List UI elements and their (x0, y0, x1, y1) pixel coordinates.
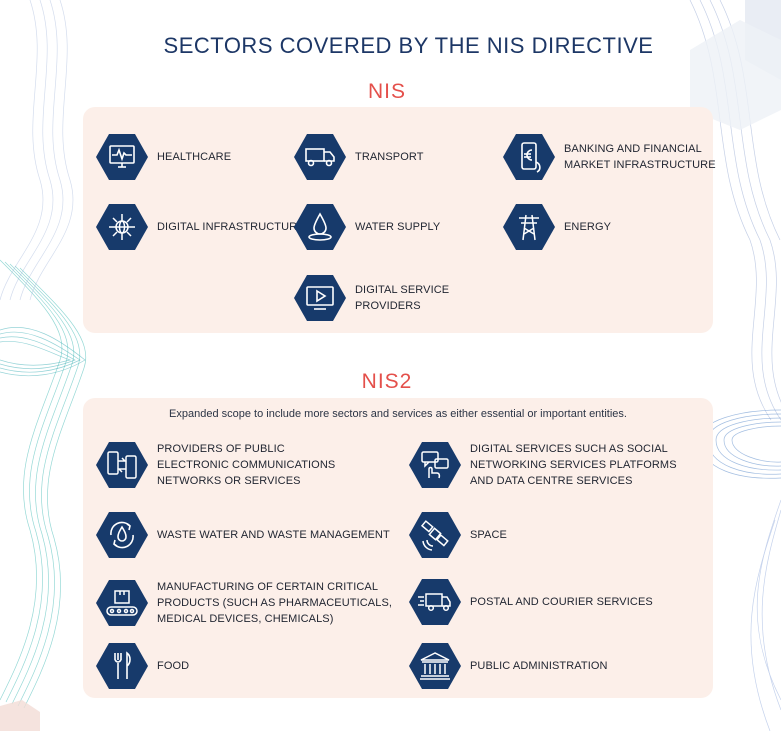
nis-item-water-supply: WATER SUPPLY (294, 204, 440, 250)
nis-heading: NIS (367, 80, 406, 103)
chat-hand-icon (409, 442, 461, 488)
phones-exchange-icon (96, 442, 148, 488)
nis2-item-space: SPACE (409, 512, 507, 558)
nis-item-label: ENERGY (564, 221, 612, 233)
nis2-panel: Expanded scope to include more sectors a… (83, 398, 713, 698)
conveyor-box-icon (96, 580, 148, 626)
nis2-item-waste-water: WASTE WATER AND WASTE MANAGEMENT (96, 512, 390, 558)
nis2-item-label: DIGITAL SERVICES SUCH AS SOCIAL NETWORKI… (470, 443, 677, 487)
nis2-item-label: PUBLIC ADMINISTRATION (470, 660, 608, 672)
phone-euro-icon (503, 134, 555, 180)
nis2-heading: NIS2 (361, 370, 413, 393)
nis-item-energy: ENERGY (503, 204, 611, 250)
nis2-item-public-communications: PROVIDERS OF PUBLIC ELECTRONIC COMMUNICA… (96, 441, 335, 489)
nis2-item-label: WASTE WATER AND WASTE MANAGEMENT (157, 529, 390, 541)
network-globe-icon (96, 204, 148, 250)
nis-item-digital-service-providers: DIGITAL SERVICE PROVIDERS (294, 275, 449, 321)
delivery-truck-icon (409, 579, 461, 625)
power-pylon-icon (503, 204, 555, 250)
nis-item-label: BANKING AND FINANCIAL MARKET INFRASTRUCT… (564, 143, 716, 171)
nis2-item-label: POSTAL AND COURIER SERVICES (470, 596, 653, 608)
nis2-subtitle: Expanded scope to include more sectors a… (169, 408, 627, 420)
truck-icon (294, 134, 346, 180)
nis2-item-label: PROVIDERS OF PUBLIC ELECTRONIC COMMUNICA… (157, 443, 336, 487)
water-drop-icon (294, 204, 346, 250)
page-title: SECTORS COVERED BY THE NIS DIRECTIVE (163, 33, 654, 58)
fork-knife-icon (96, 643, 148, 689)
nis-item-label: DIGITAL SERVICE PROVIDERS (355, 284, 450, 312)
nis-item-digital-infrastructure: DIGITAL INFRASTRUCTURE (96, 204, 305, 250)
nis-item-banking: BANKING AND FINANCIAL MARKET INFRASTRUCT… (503, 134, 716, 180)
nis2-item-postal: POSTAL AND COURIER SERVICES (409, 579, 653, 625)
nis-item-label: TRANSPORT (355, 151, 424, 163)
nis-item-transport: TRANSPORT (294, 134, 424, 180)
government-building-icon (409, 643, 461, 689)
nis2-item-digital-services: DIGITAL SERVICES SUCH AS SOCIAL NETWORKI… (409, 441, 677, 489)
nis2-item-public-administration: PUBLIC ADMINISTRATION (409, 643, 608, 689)
nis2-item-label: FOOD (157, 660, 190, 672)
nis2-item-label: MANUFACTURING OF CERTAIN CRITICAL PRODUC… (157, 581, 393, 625)
nis2-item-manufacturing: MANUFACTURING OF CERTAIN CRITICAL PRODUC… (96, 579, 392, 627)
monitor-heartbeat-icon (96, 134, 148, 180)
nis2-item-label: SPACE (470, 529, 507, 541)
nis2-item-food: FOOD (96, 643, 189, 689)
nis-item-label: HEALTHCARE (157, 151, 232, 163)
video-monitor-icon (294, 275, 346, 321)
recycle-drop-icon (96, 512, 148, 558)
nis-item-label: WATER SUPPLY (355, 221, 441, 233)
nis-item-label: DIGITAL INFRASTRUCTURE (157, 221, 305, 233)
nis-panel (83, 107, 713, 333)
nis-item-healthcare: HEALTHCARE (96, 134, 231, 180)
satellite-icon (409, 512, 461, 558)
